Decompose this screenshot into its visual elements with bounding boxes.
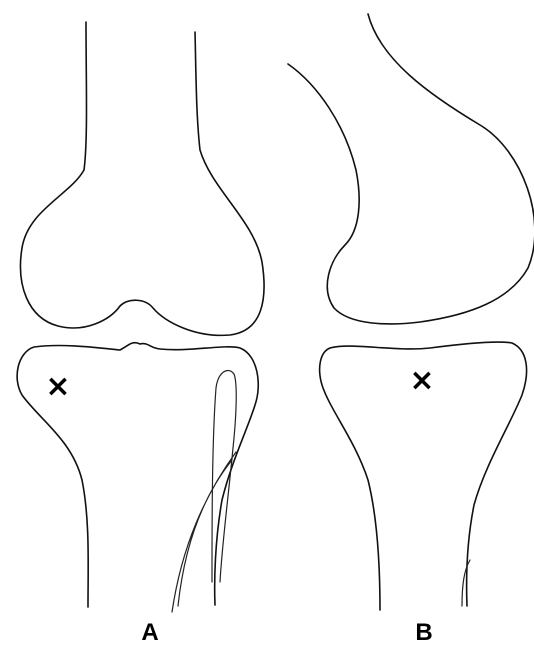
- panel-a-label: A: [141, 619, 158, 646]
- panel-a-femur-outline: [21, 22, 265, 335]
- panel-b-x-marker: ×: [409, 363, 434, 398]
- panel-b-label: B: [415, 619, 432, 646]
- panel-a-fibula-strand: [172, 452, 236, 612]
- panel-a: × A: [17, 22, 264, 646]
- panel-b-femur-outline: [288, 14, 534, 324]
- panel-a-x-marker: ×: [45, 369, 70, 404]
- panel-b: × B: [288, 14, 534, 646]
